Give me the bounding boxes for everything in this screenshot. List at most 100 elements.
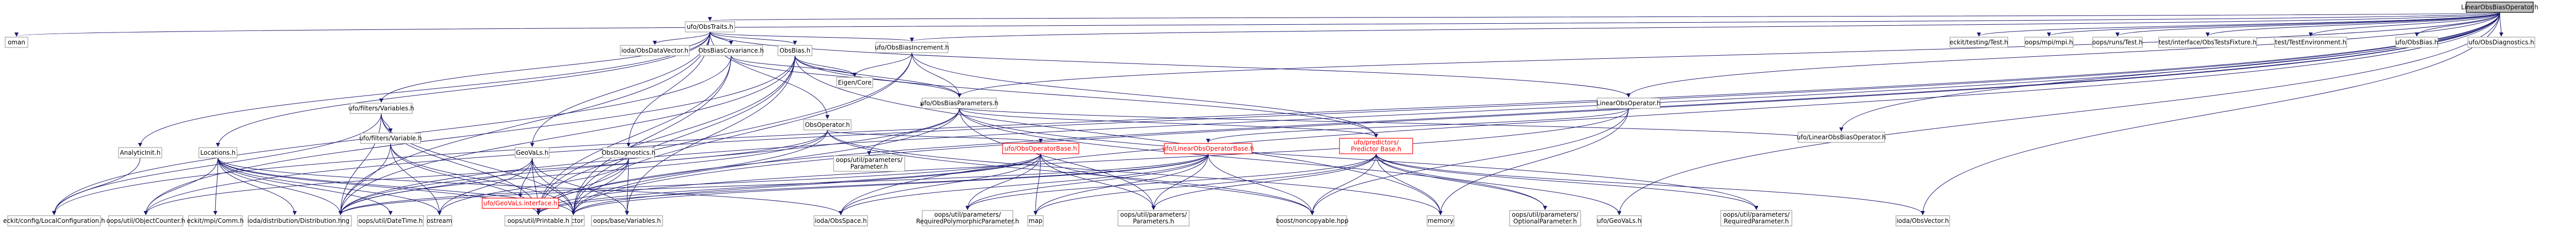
graph-node-linearobsoperator-h[interactable]: LinearObsOperator.h	[1597, 98, 1661, 109]
graph-node-ioda-obsvector-h[interactable]: ioda/ObsVector.h	[1895, 215, 1950, 226]
graph-edge	[338, 31, 710, 215]
graph-node-eckit-mpi-comm-h[interactable]: eckit/mpi/Comm.h	[187, 215, 244, 226]
graph-node-oops-util-parameters-parameters-h[interactable]: oops/util/parameters/Parameters.h	[1117, 210, 1190, 226]
graph-node-ufo-obstraits-h[interactable]: ufo/ObsTraits.h	[685, 21, 735, 33]
graph-node-obsdiagnostics-h[interactable]: ObsDiagnostics.h	[602, 147, 655, 158]
graph-node-box	[814, 215, 868, 226]
graph-node-obsbias-h[interactable]: ObsBias.h	[777, 45, 812, 56]
graph-edge	[794, 55, 857, 77]
graph-node-box	[1950, 37, 2008, 48]
graph-edge	[1033, 153, 1209, 215]
graph-node-oops-util-objectcounter-h[interactable]: oops/util/ObjectCounter.h	[107, 215, 185, 226]
graph-node-ufo-linearobsoperatorbase-h[interactable]: ufo/LinearObsOperatorBase.h	[1162, 143, 1254, 154]
graph-node-box	[2467, 37, 2535, 48]
graph-node-oops-util-printable-h[interactable]: oops/util/Printable.h	[504, 215, 572, 226]
graph-edge	[536, 153, 1209, 215]
graph-node-box	[833, 155, 905, 172]
node-layer: LinearObsBiasOperator.homanstringvectoru…	[3, 2, 2538, 226]
graph-node-obsbiascovariance-h[interactable]: ObsBiasCovariance.h	[698, 45, 764, 56]
graph-node-ufo-obsbiasincrement-h[interactable]: ufo/ObsBiasIncrement.h	[875, 42, 949, 53]
graph-node-oops-util-datetime-h[interactable]: oops/util/DateTime.h	[357, 215, 424, 226]
graph-edge	[1376, 153, 1547, 210]
graph-node-box	[248, 215, 342, 226]
graph-node-ufo-obsbias-h[interactable]: ufo/ObsBias.h	[2395, 37, 2438, 48]
graph-node-oops-util-parameters-requiredpolymorphicparameter-h[interactable]: oops/util/parameters/RequiredPolymorphic…	[916, 210, 1019, 226]
graph-edge	[1921, 12, 2500, 215]
graph-node-label: ObsBias.h	[779, 47, 810, 54]
graph-edge	[381, 113, 575, 215]
graph-node-label: ufo/LinearObsOperatorBase.h	[1162, 145, 1254, 152]
graph-node-eckit-config-localconfiguration-h[interactable]: eckit/config/LocalConfiguration.h	[3, 215, 105, 226]
graph-edge	[571, 12, 2500, 215]
graph-node-test-interface-obstestsfixture-h[interactable]: test/interface/ObsTestsFixture.h	[2158, 37, 2257, 48]
graph-node-ufo-predictors-predictor-base-h[interactable]: ufo/predictors/Predictor Base.h	[1339, 138, 1413, 154]
graph-node-label: RequiredParameter.h	[1724, 218, 1789, 225]
graph-node-ufo-obsdiagnostics-h[interactable]: ufo/ObsDiagnostics.h	[2467, 37, 2535, 48]
graph-node-label: test/interface/ObsTestsFixture.h	[2159, 39, 2257, 46]
graph-edge	[911, 52, 961, 98]
graph-node-eckit-testing-test-h[interactable]: eckit/testing/Test.h	[1950, 37, 2008, 48]
graph-node-box	[1597, 215, 1642, 226]
graph-node-oops-mpi-mpi-h[interactable]: oops/mpi/mpi.h	[2024, 37, 2074, 48]
graph-node-label: test/TestEnvironment.h	[2275, 39, 2347, 46]
graph-node-oops-util-parameters-optionalparameter-h[interactable]: oops/util/parameters/OptionalParameter.h	[1509, 210, 1581, 226]
graph-edge	[144, 12, 2500, 215]
graph-node-label: Locations.h	[200, 149, 235, 156]
graph-node-box	[685, 21, 735, 33]
graph-node-map[interactable]: map	[1027, 215, 1044, 226]
graph-node-box	[2158, 37, 2257, 48]
graph-edge	[1310, 108, 1629, 215]
graph-node-oops-base-variables-h[interactable]: oops/base/Variables.h	[591, 215, 663, 226]
graph-node-label: Parameters.h	[1133, 218, 1174, 225]
graph-node-oman[interactable]: oman	[5, 37, 28, 48]
graph-node-ioda-distribution-distribution-h[interactable]: ioda/distribution/Distribution.h	[247, 215, 342, 226]
graph-node-ufo-geovals-interface-h[interactable]: ufo/GeoVaLs.interface.h	[482, 198, 559, 209]
graph-edge	[532, 157, 629, 215]
graph-node-label: oops/util/parameters/	[934, 211, 1001, 218]
graph-edge	[827, 129, 1314, 215]
graph-node-ufo-filters-variables-h[interactable]: ufo/filters/Variables.h	[348, 103, 414, 114]
graph-node-oops-util-parameters-requiredparameter-h[interactable]: oops/util/parameters/RequiredParameter.h	[1720, 210, 1792, 226]
graph-node-memory[interactable]: memory	[1427, 215, 1454, 226]
graph-node-label: ufo/filters/Variable.h	[359, 135, 421, 142]
graph-node-linearobsbiasoperator-h[interactable]: LinearObsBiasOperator.h	[2461, 2, 2538, 13]
graph-edge	[1977, 12, 2500, 37]
graph-edge	[1626, 12, 2500, 98]
graph-node-ufo-geovals-h[interactable]: ufo/GeoVaLs.h	[1597, 215, 1642, 226]
graph-node-label: ioda/ObsVector.h	[1896, 217, 1949, 224]
graph-node-ufo-obsoperatorbase-h[interactable]: ufo/ObsOperatorBase.h	[1002, 143, 1079, 154]
graph-node-analyticinit-h[interactable]: AnalyticInit.h	[118, 147, 162, 158]
graph-edge	[731, 55, 961, 98]
graph-node-box	[504, 215, 572, 226]
graph-node-ufo-obsbiasparameters-h[interactable]: ufo/ObsBiasParameters.h	[920, 98, 998, 109]
graph-node-box	[2274, 37, 2347, 48]
graph-node-test-testenvironment-h[interactable]: test/TestEnvironment.h	[2274, 37, 2347, 48]
graph-edge	[381, 113, 393, 133]
graph-node-ostream[interactable]: ostream	[427, 215, 452, 226]
graph-node-obsoperator-h[interactable]: ObsOperator.h	[803, 119, 852, 131]
graph-edge	[571, 55, 732, 215]
graph-node-locations-h[interactable]: Locations.h	[198, 147, 238, 158]
graph-node-label: Eigen/Core	[838, 79, 871, 86]
graph-edge	[52, 113, 382, 215]
graph-node-ufo-filters-variable-h[interactable]: ufo/filters/Variable.h	[359, 133, 422, 144]
graph-node-ufo-linearobsbiasoperator-h[interactable]: ufo/LinearObsBiasOperator.h	[1797, 132, 1886, 143]
graph-node-oops-runs-test-h[interactable]: oops/runs/Test.h	[2092, 37, 2143, 48]
graph-node-label: RequiredPolymorphicParameter.h	[916, 218, 1019, 225]
graph-node-box	[198, 147, 238, 158]
graph-node-oops-util-parameters-parameter-h[interactable]: oops/util/parameters/Parameter.h	[833, 155, 905, 172]
graph-edge	[536, 108, 1629, 215]
graph-node-boost-noncopyable-hpp[interactable]: boost/noncopyable.hpp	[1276, 215, 1349, 226]
graph-edge	[379, 31, 710, 103]
graph-node-ioda-obsdatavector-h[interactable]: ioda/ObsDataVector.h	[620, 45, 690, 56]
graph-node-geovals-h[interactable]: GeoVaLs.h	[515, 147, 550, 158]
graph-edge	[911, 52, 1378, 138]
graph-edge	[653, 31, 710, 45]
graph-node-eigen-core[interactable]: Eigen/Core	[836, 77, 873, 88]
graph-node-label: ostream	[427, 217, 452, 224]
graph-node-box	[1798, 132, 1885, 143]
graph-edge	[1040, 153, 1156, 210]
graph-node-ioda-obsspace-h[interactable]: ioda/ObsSpace.h	[814, 215, 868, 226]
graph-node-label: LinearObsBiasOperator.h	[2461, 4, 2538, 11]
graph-edge	[338, 129, 828, 215]
